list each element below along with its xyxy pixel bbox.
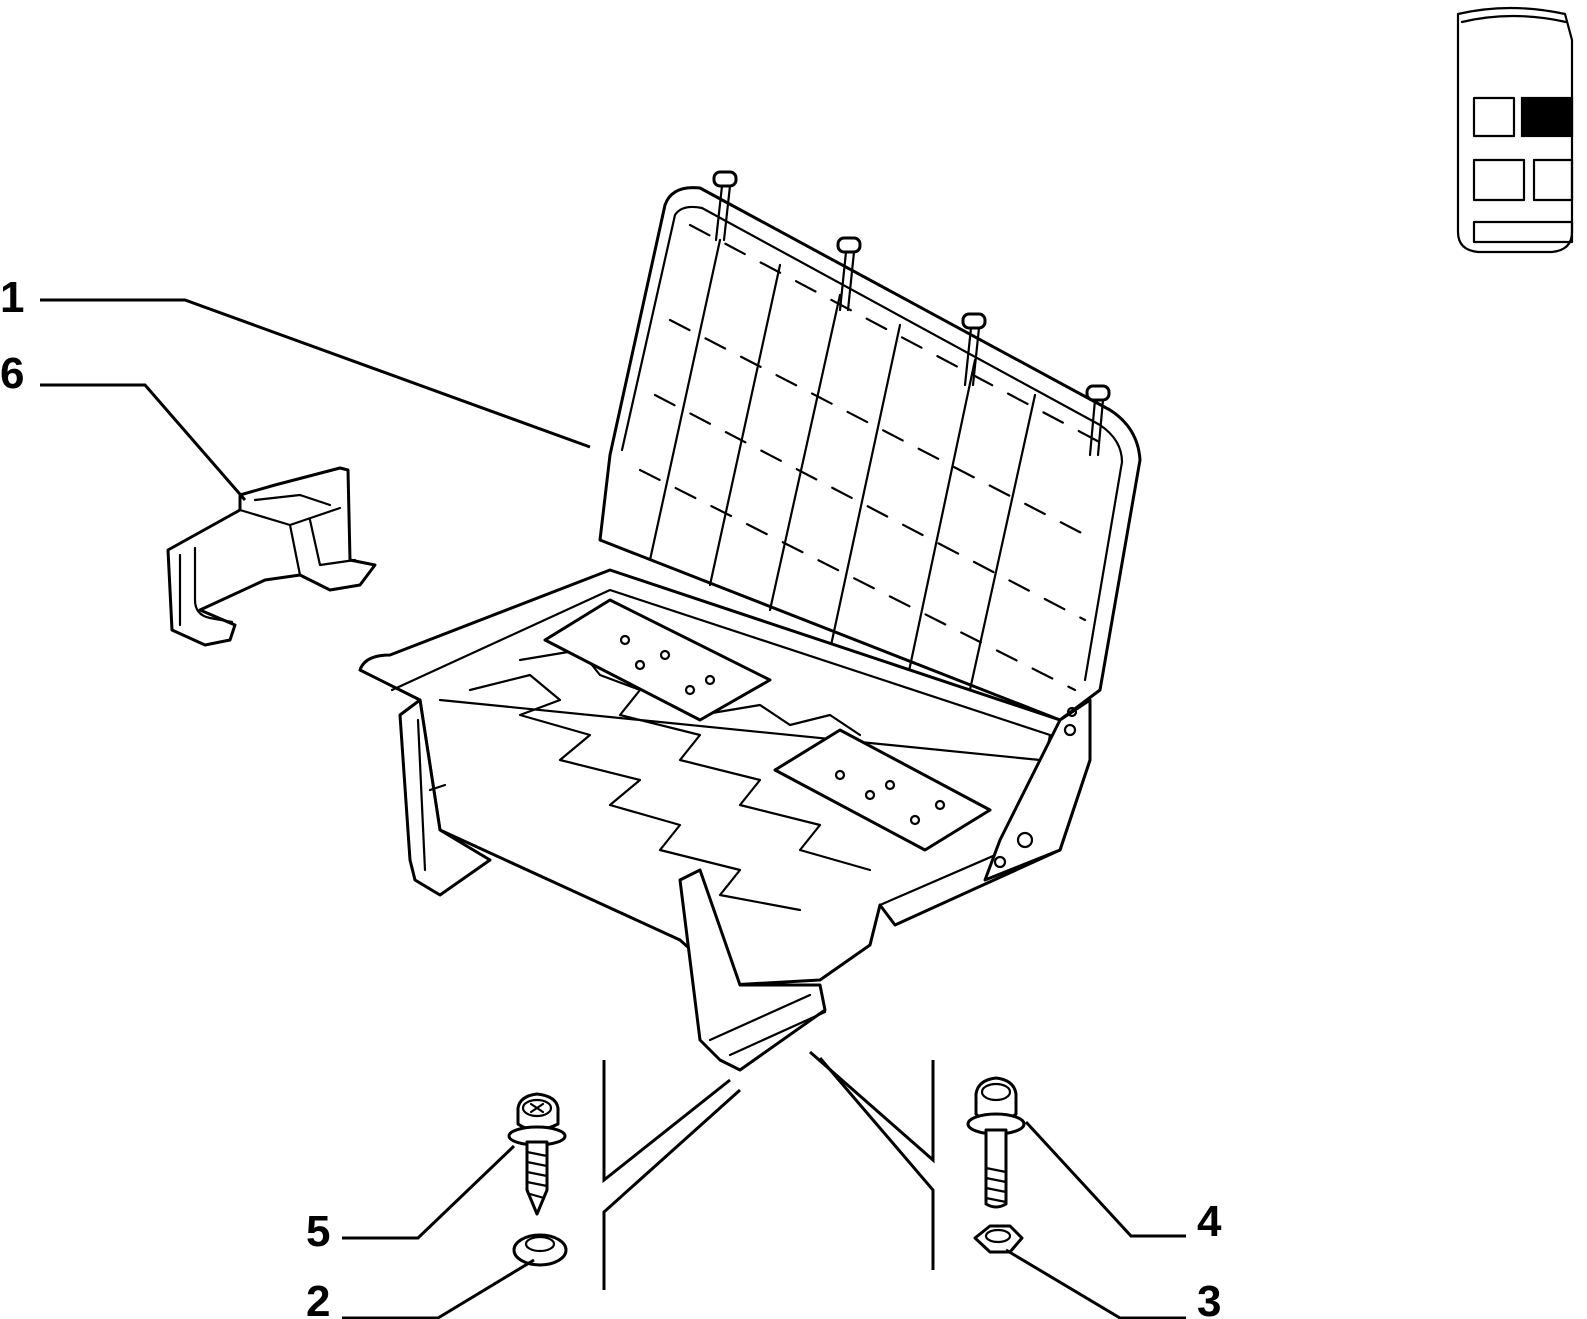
callout-leaders xyxy=(40,298,1186,1319)
locator-seat-middle-right xyxy=(1532,158,1574,202)
callout-label-4: 4 xyxy=(1197,1197,1222,1246)
callout-label-2: 2 xyxy=(306,1277,330,1319)
assembly-guide-lines xyxy=(602,1050,935,1290)
washer-left xyxy=(512,1233,568,1267)
callout-label-6: 6 xyxy=(0,349,24,398)
callout-label-3: 3 xyxy=(1197,1277,1221,1319)
vehicle-locator-icon xyxy=(1456,6,1574,254)
tapping-screw xyxy=(507,1092,567,1216)
headrest-guide-posts xyxy=(712,170,1111,457)
callout-label-1: 1 xyxy=(0,273,24,322)
washer-right xyxy=(973,1224,1024,1254)
seat-frame xyxy=(358,170,1142,1072)
locator-seat-front-left xyxy=(1472,96,1516,138)
callout-labels: 1 6 5 2 4 3 xyxy=(0,273,1222,1319)
locator-seat-middle-left xyxy=(1472,158,1526,202)
locator-seat-rear-bench xyxy=(1472,220,1574,244)
seat-bracket xyxy=(166,466,377,647)
locator-seat-front-right-highlighted xyxy=(1520,96,1574,138)
flange-bolt xyxy=(966,1076,1026,1209)
callout-label-5: 5 xyxy=(306,1207,330,1256)
